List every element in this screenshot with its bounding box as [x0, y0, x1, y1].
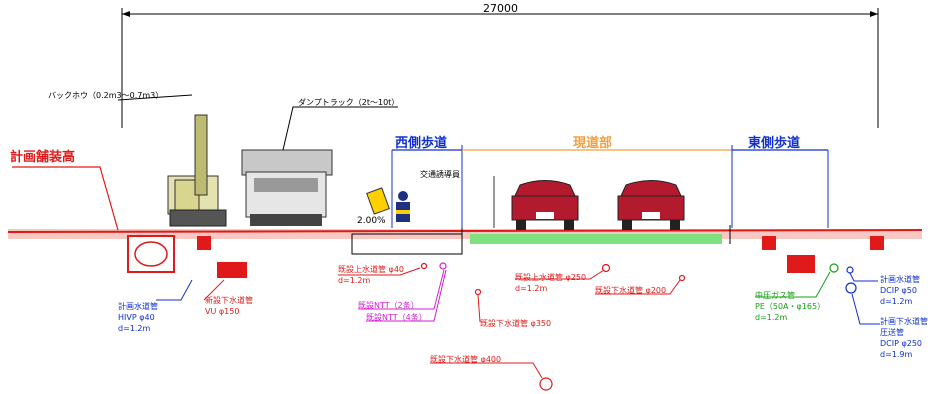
existing-sewer-200-label: 既設下水道管 φ200: [595, 286, 667, 295]
plan-pavement-leader: [12, 166, 119, 231]
backhoe: [117, 94, 227, 227]
west-sidewalk-label: 西側歩道: [395, 136, 448, 151]
east-sidewalk-label: 東側歩道: [748, 136, 801, 151]
gas-pipe-label: 中圧ガス管 PE（50A・φ165） d=1.2m: [755, 291, 826, 322]
plan-water-east-label: 計画水道管 DCIP φ50 d=1.2m: [880, 275, 920, 306]
dump-truck-label: ダンプトラック（2t～10t）: [298, 98, 400, 107]
water-box-west: [127, 235, 175, 273]
backhoe-label: バックホウ（0.2m3～0.7m3）: [48, 91, 164, 100]
existing-water-250-label: 既設上水道管 φ250 d=1.2m: [515, 273, 587, 293]
current-road-pavement: [470, 234, 722, 244]
existing-sewer-400-label: 既設下水道管 φ400: [430, 355, 502, 364]
slope-label: 2.00%: [357, 216, 386, 226]
dump-truck: [241, 106, 398, 226]
existing-ntt-4-label: 既設NTT（4条）: [366, 313, 427, 322]
plan-water-pipe-label: 計画水道管 HIVP φ40 d=1.2m: [118, 302, 158, 333]
sewer-fitting-east: [787, 255, 815, 273]
current-road-label: 現道部: [573, 136, 613, 151]
traffic-guard-figure: [366, 187, 410, 222]
sewer-fitting-west: [217, 262, 247, 278]
new-sewer-pipe-label: 新設下水道管 VU φ150: [205, 296, 253, 316]
section-dimension-lines: [391, 145, 829, 228]
total-width-label: 27000: [483, 2, 518, 15]
plan-pavement-height-label: 計画舗装高: [10, 150, 76, 165]
existing-water-40-label: 既設上水道管 φ40 d=1.2m: [338, 265, 404, 285]
valve-west: [197, 236, 211, 250]
plan-sewer-east-label: 計画下水道管 圧送管 DCIP φ250 d=1.9m: [880, 317, 928, 359]
hydrant-east: [870, 236, 884, 250]
traffic-guard-label: 交通誘導員: [420, 170, 460, 179]
excavation-trench: [351, 233, 463, 255]
car-east: [617, 180, 685, 230]
car-west: [511, 180, 579, 230]
existing-ntt-2-label: 既設NTT（2条）: [358, 301, 419, 310]
valve-east: [762, 236, 776, 250]
overall-width-dimension: [121, 8, 879, 128]
existing-sewer-350-label: 既設下水道管 φ350: [480, 319, 552, 328]
